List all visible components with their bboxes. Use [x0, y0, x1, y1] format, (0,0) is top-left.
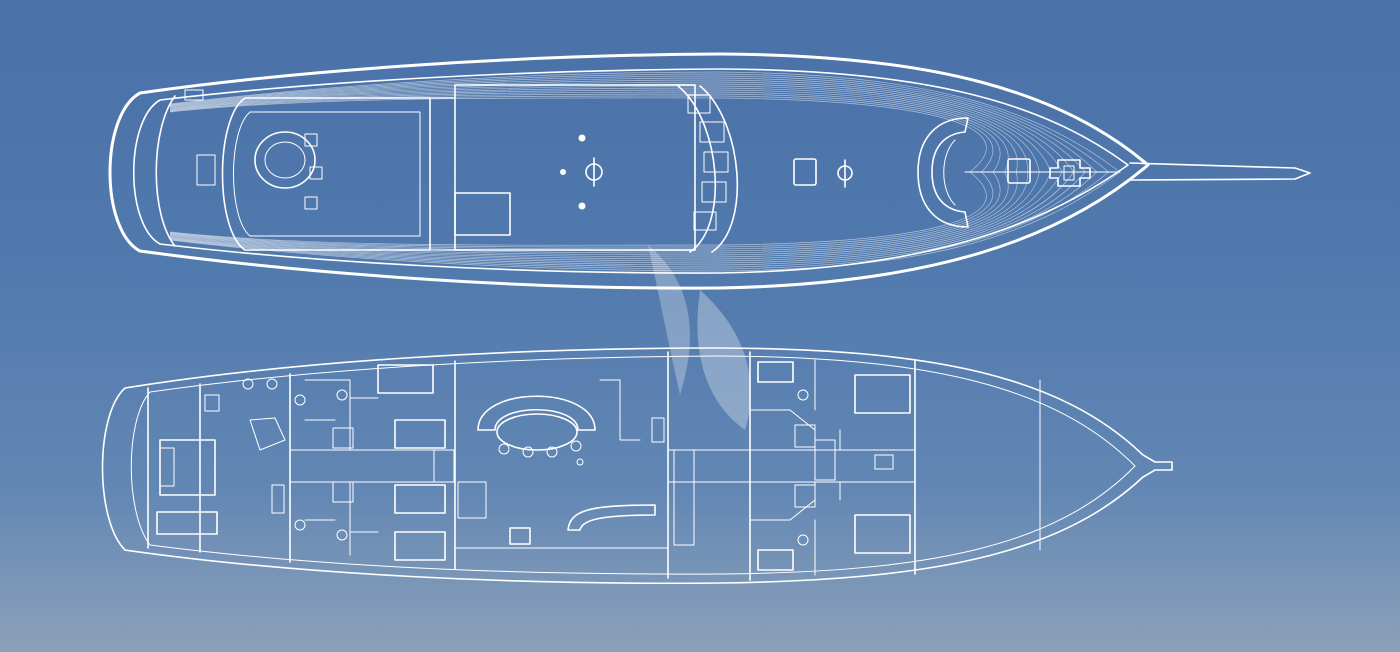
skylight-1 — [687, 94, 711, 114]
aft-basin-2 — [266, 378, 278, 390]
salon-fitting — [576, 458, 584, 466]
aft-toilet-3 — [294, 394, 306, 406]
fwd-toilet-1 — [797, 389, 809, 401]
aft-stair — [249, 417, 286, 451]
salon-stairs — [457, 481, 487, 519]
guest-bed-1 — [377, 364, 434, 394]
deck-fitting-2 — [578, 202, 586, 210]
fwd-bed-2 — [854, 514, 911, 554]
salon-chair-4 — [570, 440, 582, 452]
deck-stern-transom — [155, 95, 176, 247]
guest-bed-4 — [394, 531, 446, 561]
deck-hull-outline — [108, 52, 1150, 290]
mainmast — [585, 157, 603, 187]
deck-fitting-3 — [560, 169, 566, 175]
fwd-bed-1 — [854, 374, 911, 414]
aft-toilet-4 — [294, 519, 306, 531]
aft-toilet-1 — [336, 389, 348, 401]
master-bed-pillow — [159, 447, 175, 487]
aft-console — [271, 484, 285, 514]
foremast — [837, 159, 853, 188]
aft-locker — [184, 89, 204, 101]
aft-basin-1 — [242, 378, 254, 390]
aft-stairs-fwd — [433, 449, 455, 483]
skylight-5 — [693, 211, 717, 231]
fwd-bath-2 — [757, 549, 794, 571]
guest-bed-2 — [394, 419, 446, 449]
aft-seating-area — [221, 97, 431, 251]
fwd-locker — [874, 454, 894, 470]
sail-logo-jib — [697, 290, 751, 430]
salon-table — [496, 413, 578, 451]
windlass — [1049, 159, 1091, 187]
fwd-corridor — [667, 449, 916, 483]
lower-hull-outline — [101, 347, 1173, 585]
fwd-shower-2 — [794, 484, 816, 508]
fwd-toilet-2 — [797, 534, 809, 546]
skylight-3 — [703, 151, 729, 173]
helm-console — [196, 154, 216, 186]
aft-shower-1 — [332, 427, 354, 449]
skylight-4 — [701, 181, 727, 203]
salon-chair-2 — [522, 446, 534, 458]
deckhouse-hatch — [454, 192, 511, 236]
fwd-mast-step — [814, 439, 836, 481]
salon-console — [651, 417, 665, 443]
deck-inner-outline — [132, 68, 1129, 274]
galley-counter — [567, 504, 656, 531]
guest-bed-3 — [394, 484, 446, 514]
aft-chair-3 — [304, 196, 318, 210]
sail-logo-mainsail — [648, 245, 690, 395]
aft-toilet-2 — [336, 529, 348, 541]
bow-seating-inner — [943, 139, 956, 206]
skylight-2 — [699, 121, 725, 143]
deck-fitting-1 — [578, 134, 586, 142]
salon-chair-3 — [546, 446, 558, 458]
fwd-stairs — [673, 449, 695, 546]
aft-seating-inner — [233, 111, 421, 237]
deckhouse — [454, 84, 696, 251]
bowsprit — [1129, 162, 1311, 181]
aft-shower-2 — [332, 481, 354, 503]
salon-chair-1 — [498, 443, 510, 455]
aft-cabin-walls-upper — [304, 379, 379, 451]
fwd-bath-1 — [757, 361, 794, 383]
aft-chair-1 — [304, 133, 318, 147]
fore-hatch — [793, 158, 817, 186]
salon-seat — [509, 527, 531, 545]
aft-table-top — [264, 141, 306, 179]
deckhouse-aft-step — [404, 97, 456, 251]
salon-banquette — [477, 395, 596, 431]
bow-hatch — [1007, 158, 1031, 184]
fwd-shower-1 — [794, 424, 816, 448]
salon-wall — [454, 379, 669, 549]
aft-chair-2 — [309, 166, 323, 180]
aft-wardrobe — [204, 394, 220, 412]
bow-seating — [917, 117, 969, 228]
aft-table — [254, 131, 316, 189]
aft-sofa — [156, 511, 218, 535]
windlass-drum — [1063, 165, 1075, 181]
